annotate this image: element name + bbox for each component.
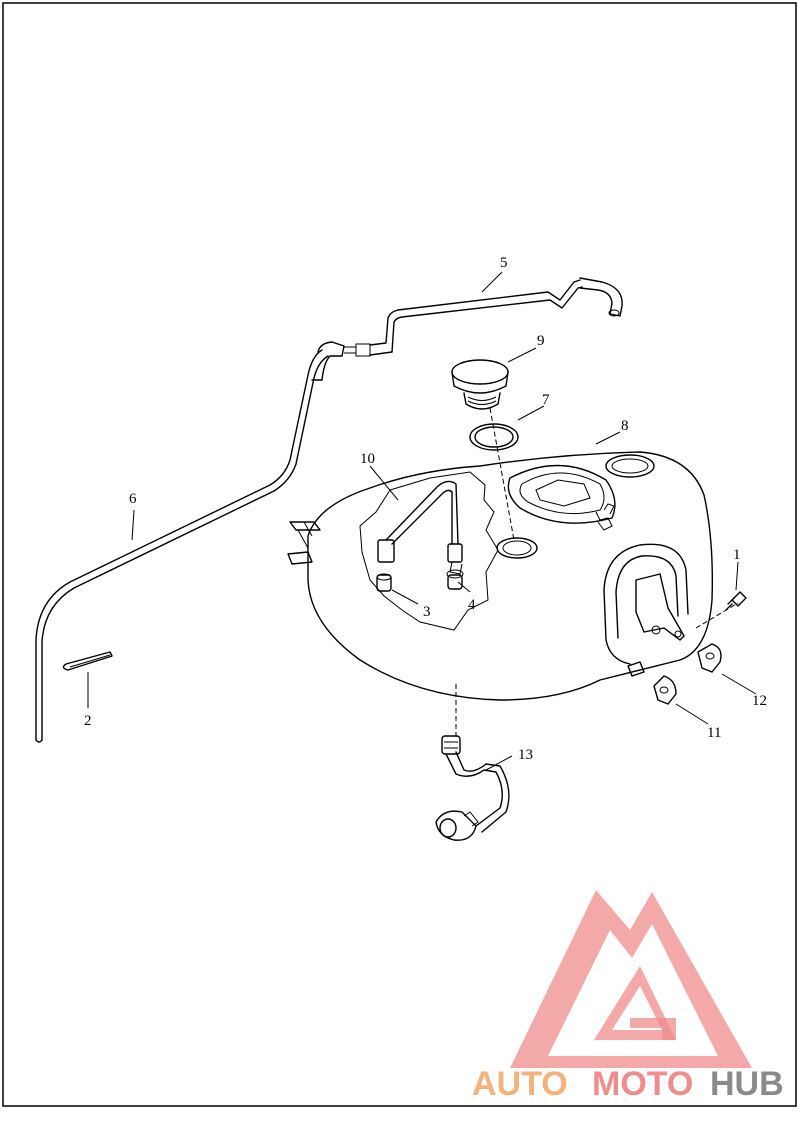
fitting-4: [447, 574, 463, 590]
watermark-text-hub: HUB: [710, 1065, 784, 1103]
watermark-text-moto: MOTO: [592, 1065, 693, 1103]
callout-6: 6: [129, 491, 137, 507]
watermark-text-auto: AUTO: [472, 1065, 568, 1103]
clip-12: [697, 643, 722, 673]
callout-4: 4: [468, 597, 476, 613]
callout-8: 8: [621, 418, 629, 434]
vent-tube: [344, 277, 623, 357]
fuel-hose: [435, 735, 510, 841]
callout-7: 7: [542, 392, 550, 408]
callout-3: 3: [423, 604, 431, 620]
callout-1: 1: [733, 547, 741, 563]
cotter-pin: [62, 651, 113, 671]
callout-9: 9: [537, 333, 545, 349]
watermark-g-bar: [630, 1018, 676, 1040]
callout-2: 2: [84, 713, 92, 729]
filler-cap: [451, 359, 509, 410]
leader-lines: [87, 271, 757, 771]
page-border: [2, 2, 797, 1107]
o-ring: [469, 423, 519, 451]
washer-11: [653, 675, 677, 705]
crossover-line: [377, 480, 464, 579]
fuel-tank: [287, 451, 714, 701]
screw: [725, 591, 747, 611]
watermark-logo: AUTO MOTO HUB: [472, 890, 784, 1103]
watermark-triangle: [510, 890, 752, 1068]
callout-5: 5: [500, 255, 508, 271]
watermark-inner-g: [594, 966, 676, 1040]
fitting-3: [376, 573, 392, 592]
callout-13: 13: [518, 747, 533, 763]
callout-12: 12: [752, 693, 767, 709]
vent-hose: [35, 341, 345, 743]
callout-10: 10: [360, 451, 375, 467]
callout-11: 11: [707, 725, 721, 741]
